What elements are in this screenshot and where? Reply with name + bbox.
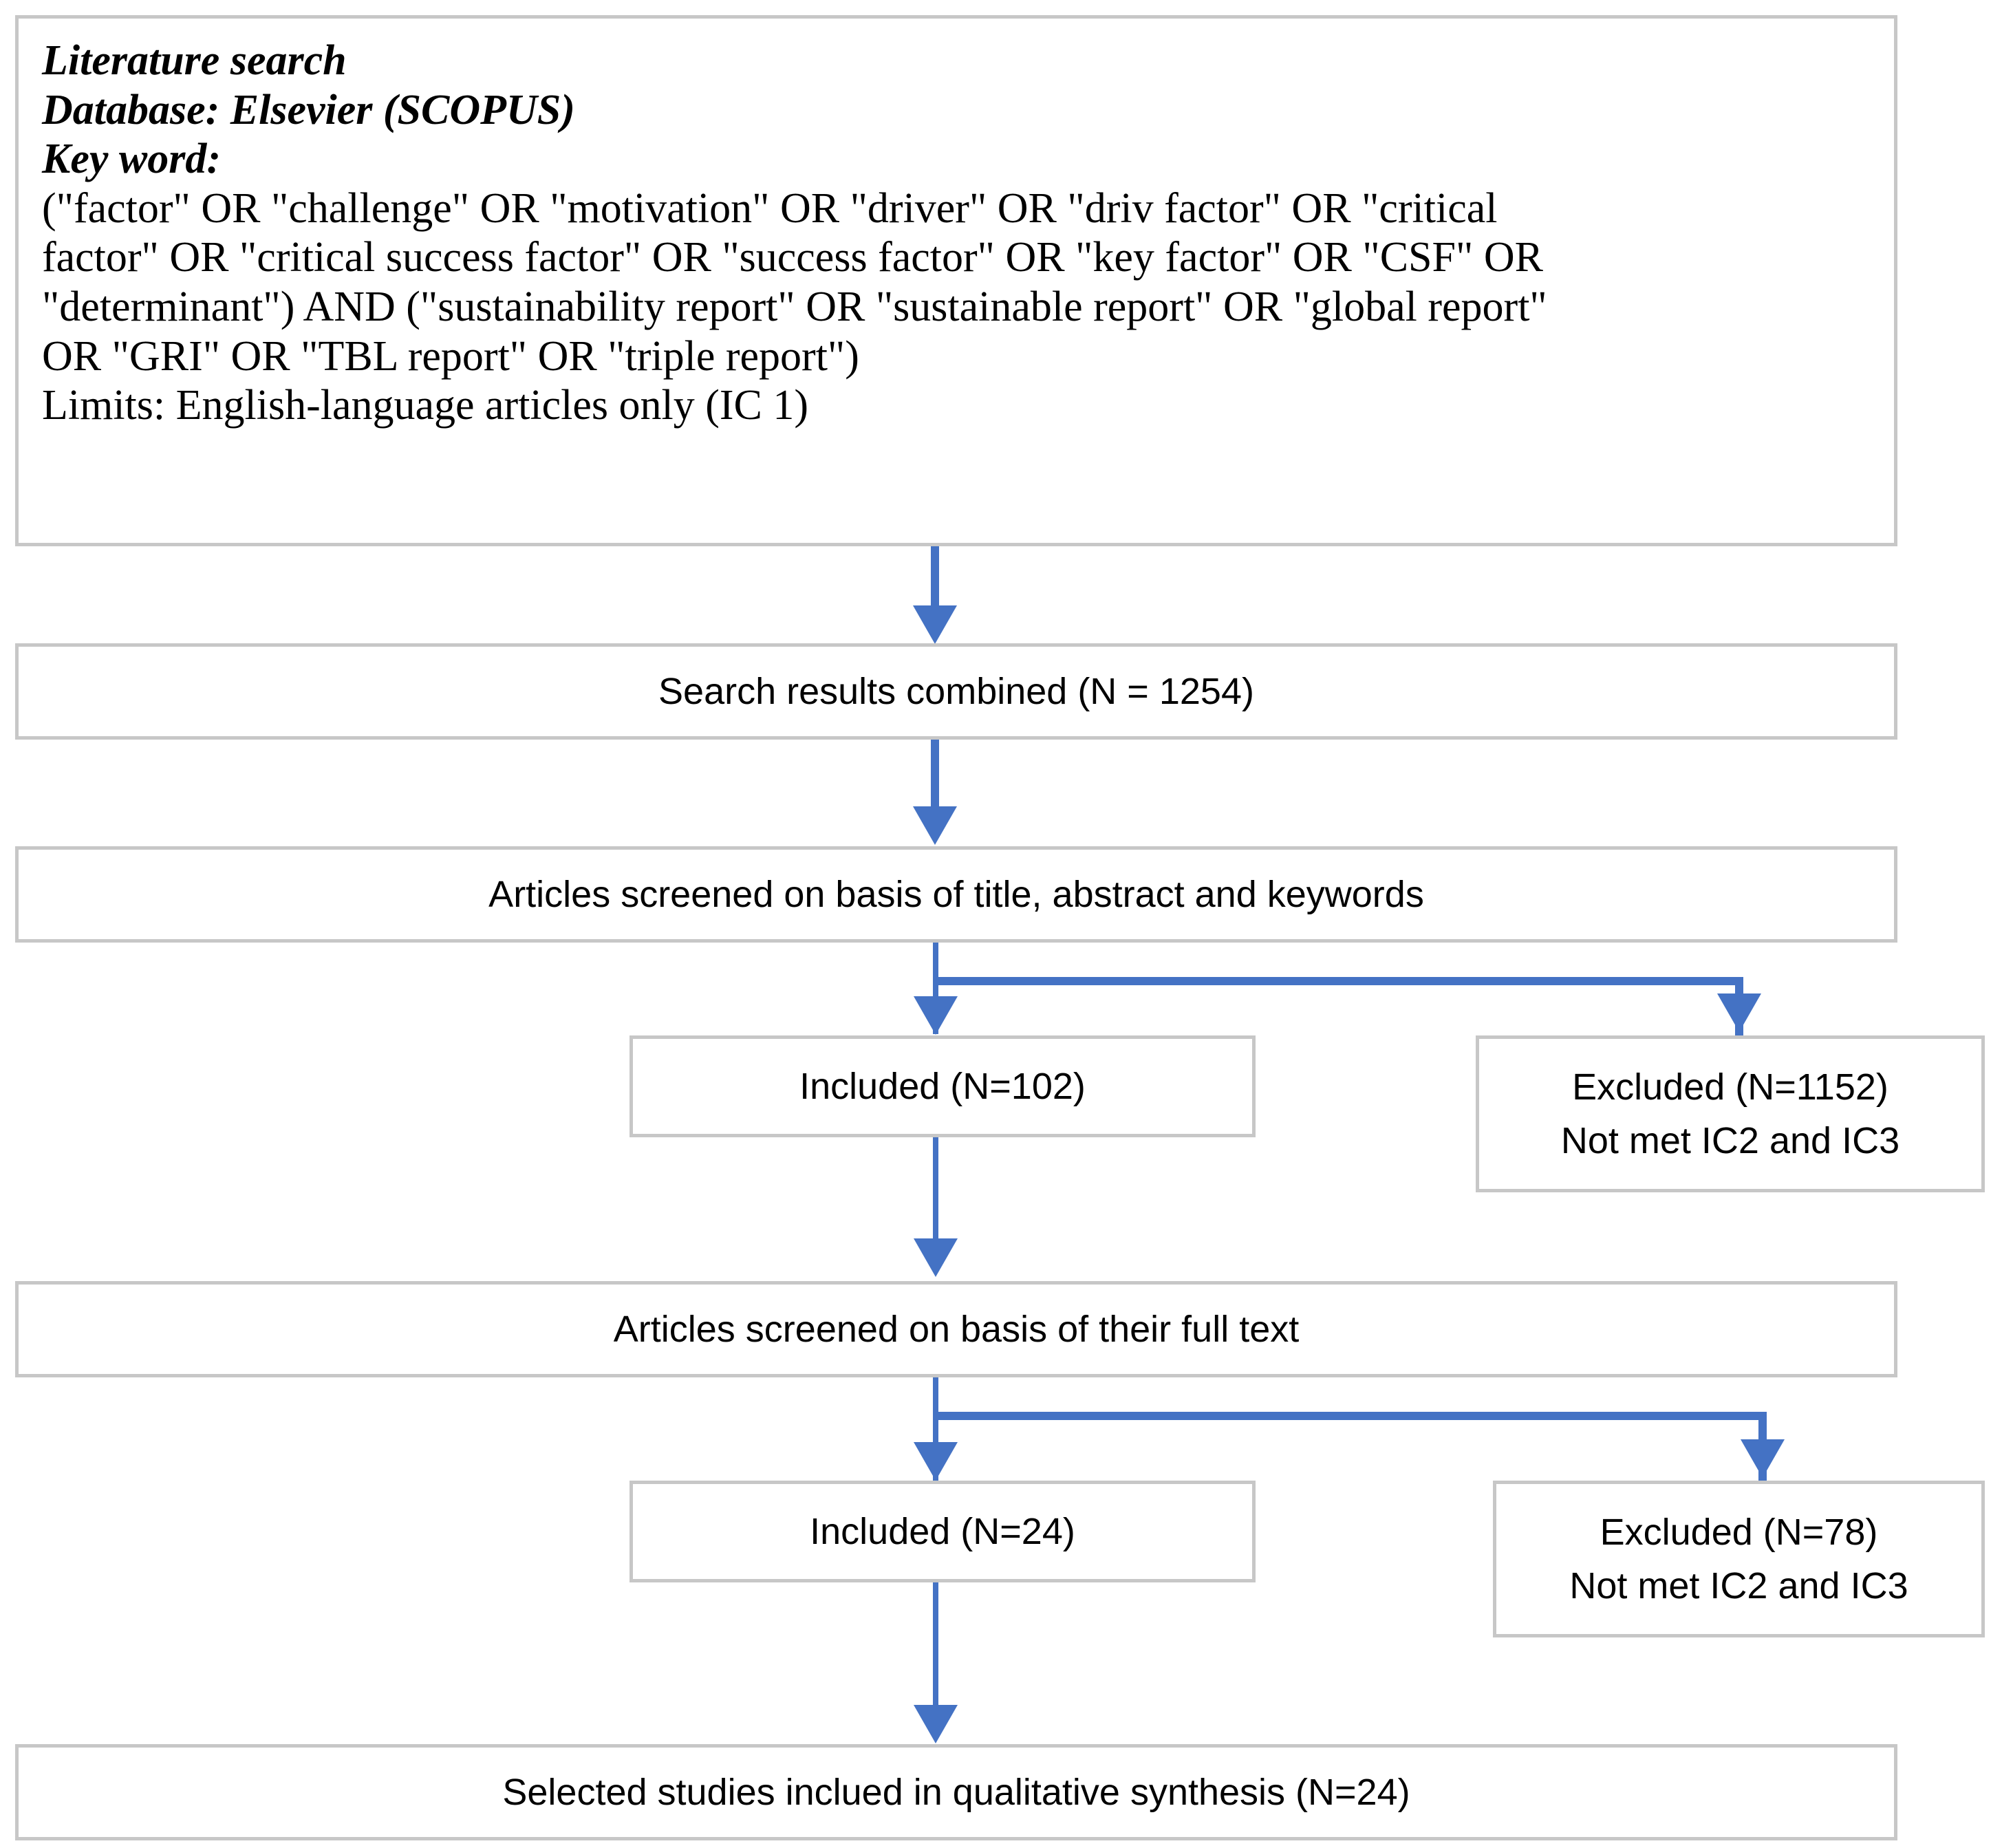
screened-title-abstract-label: Articles screened on basis of title, abs… xyxy=(488,873,1424,915)
connector-screentitle-to-excluded1152-horizontal xyxy=(933,977,1743,985)
literature-search-query-line-4: OR "GRI" OR "TBL report" OR "triple repo… xyxy=(42,332,859,380)
connector-fulltext-to-excluded78-arrowhead xyxy=(1741,1439,1785,1478)
literature-search-query-line-3: "determinant") AND ("sustainability repo… xyxy=(42,283,1547,331)
connector-results-to-screen-title-arrowhead xyxy=(913,806,957,845)
literature-search-query-line-2: factor" OR "critical success factor" OR … xyxy=(42,234,1543,281)
connector-search-to-results-line xyxy=(931,546,939,608)
selected-studies-label: Selected studies inclued in qualitative … xyxy=(502,1771,1410,1813)
connector-included24-to-selected-line xyxy=(933,1582,938,1713)
connector-results-to-screen-title-line xyxy=(931,740,939,808)
connector-included24-to-selected-arrowhead xyxy=(914,1705,958,1743)
literature-search-limits: Limits: English-language articles only (… xyxy=(42,382,809,429)
connector-included102-to-fulltext-arrowhead xyxy=(914,1238,958,1277)
connector-screentitle-to-excluded1152-arrowhead xyxy=(1717,993,1761,1032)
included-24-label: Included (N=24) xyxy=(810,1510,1075,1552)
literature-search-title: Literature search xyxy=(42,37,347,84)
literature-search-keyword-label: Key word: xyxy=(42,136,222,183)
excluded-1152-box: Excluded (N=1152) Not met IC2 and IC3 xyxy=(1476,1035,1985,1192)
excluded-1152-label: Excluded (N=1152) Not met IC2 and IC3 xyxy=(1560,1066,1900,1161)
connector-fulltext-to-included24-line xyxy=(933,1377,938,1481)
included-24-box: Included (N=24) xyxy=(629,1481,1256,1582)
literature-search-database: Database: Elsevier (SCOPUS) xyxy=(42,86,575,133)
connector-screentitle-to-included102-arrowhead xyxy=(914,996,958,1035)
connector-fulltext-to-excluded78-horizontal xyxy=(933,1412,1767,1420)
connector-search-to-results-arrowhead xyxy=(913,605,957,644)
screened-fulltext-label: Articles screened on basis of their full… xyxy=(613,1308,1300,1350)
included-102-box: Included (N=102) xyxy=(629,1035,1256,1137)
included-102-label: Included (N=102) xyxy=(799,1065,1086,1107)
screened-fulltext-box: Articles screened on basis of their full… xyxy=(15,1281,1897,1377)
connector-screentitle-to-included102-line xyxy=(933,943,938,1034)
excluded-78-box: Excluded (N=78) Not met IC2 and IC3 xyxy=(1493,1481,1985,1637)
selected-studies-box: Selected studies inclued in qualitative … xyxy=(15,1744,1897,1840)
literature-search-query-line-1: ("factor" OR "challenge" OR "motivation"… xyxy=(42,184,1498,232)
excluded-78-label: Excluded (N=78) Not met IC2 and IC3 xyxy=(1569,1511,1908,1607)
literature-search-box: Literature search Database: Elsevier (SC… xyxy=(15,15,1897,546)
screened-title-abstract-box: Articles screened on basis of title, abs… xyxy=(15,846,1897,943)
connector-included102-to-fulltext-line xyxy=(933,1137,938,1247)
connector-fulltext-to-included24-arrowhead xyxy=(914,1442,958,1481)
search-results-box: Search results combined (N = 1254) xyxy=(15,643,1897,740)
search-results-label: Search results combined (N = 1254) xyxy=(658,670,1254,712)
